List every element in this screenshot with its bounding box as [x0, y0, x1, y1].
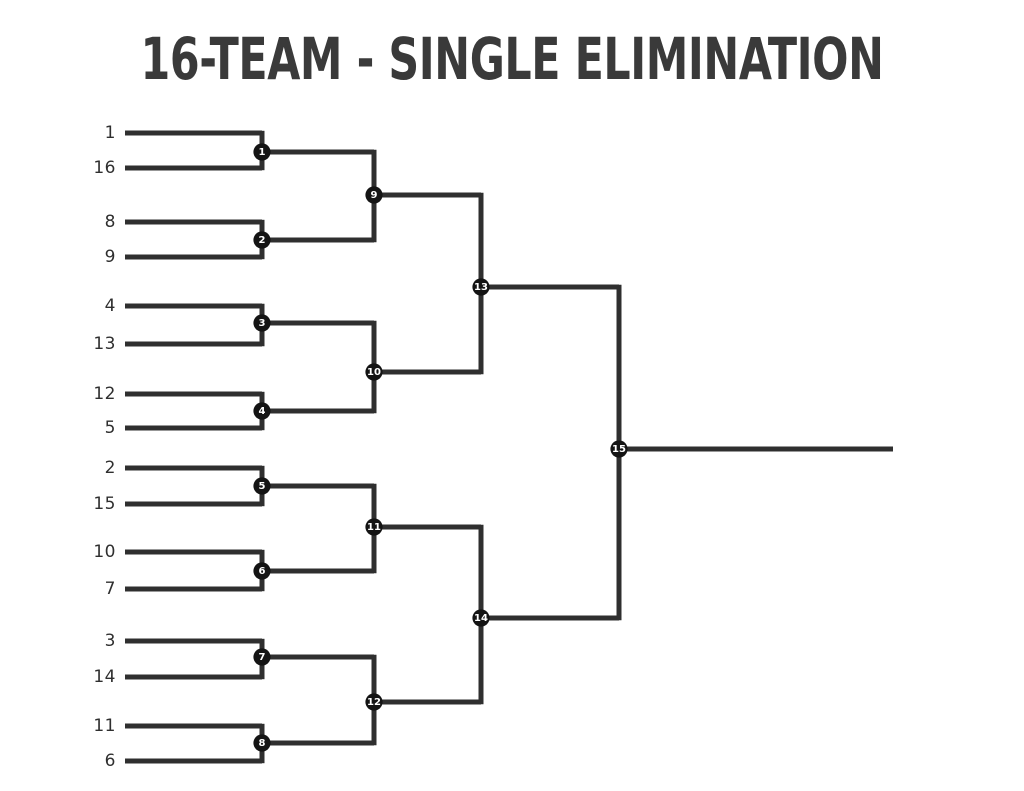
game-number-label: 11 — [367, 522, 381, 533]
page-title: 16-TEAM - SINGLE ELIMINATION — [140, 25, 884, 93]
team-line-group — [125, 130, 262, 764]
game-node-circle — [365, 518, 383, 536]
game-node[interactable]: 6 — [253, 562, 271, 580]
game-node-circle — [253, 648, 271, 666]
game-node-circle — [253, 734, 271, 752]
game-number-label: 7 — [259, 652, 266, 663]
game-node[interactable]: 3 — [253, 314, 271, 332]
game-number-label: 14 — [474, 613, 488, 624]
seed-label: 2 — [105, 458, 116, 478]
seed-label: 13 — [93, 334, 116, 354]
game-node-circle — [472, 278, 490, 296]
game-node-circle — [253, 143, 271, 161]
game-node-circle — [365, 363, 383, 381]
game-node-circle — [253, 402, 271, 420]
game-node[interactable]: 1 — [253, 143, 271, 161]
seed-label: 8 — [105, 212, 116, 232]
game-number-label: 5 — [259, 481, 266, 492]
seed-label: 6 — [105, 751, 116, 771]
seed-label: 5 — [105, 418, 116, 438]
game-node[interactable]: 14 — [472, 609, 490, 627]
game-node-circle — [253, 562, 271, 580]
connector-line-group — [259, 130, 893, 764]
game-node[interactable]: 5 — [253, 477, 271, 495]
seed-label: 3 — [105, 631, 116, 651]
game-node-circle — [610, 440, 628, 458]
seed-label: 7 — [105, 579, 116, 599]
game-node[interactable]: 7 — [253, 648, 271, 666]
game-node-circle — [253, 231, 271, 249]
seed-label: 11 — [93, 716, 116, 736]
game-node-circle — [472, 609, 490, 627]
game-number-label: 15 — [612, 444, 626, 455]
game-number-label: 10 — [367, 367, 381, 378]
game-node-circle — [365, 693, 383, 711]
seed-label: 9 — [105, 247, 116, 267]
game-number-label: 2 — [259, 235, 266, 246]
game-node[interactable]: 13 — [472, 278, 490, 296]
game-node[interactable]: 10 — [365, 363, 383, 381]
game-node-circle — [253, 477, 271, 495]
game-number-label: 13 — [474, 282, 488, 293]
game-number-label: 9 — [371, 190, 378, 201]
seed-label: 12 — [93, 384, 116, 404]
game-node[interactable]: 4 — [253, 402, 271, 420]
game-number-label: 1 — [259, 147, 266, 158]
seed-label: 10 — [93, 542, 116, 562]
game-node[interactable]: 12 — [365, 693, 383, 711]
seed-label: 15 — [93, 494, 116, 514]
game-number-label: 6 — [259, 566, 266, 577]
game-number-label: 3 — [259, 318, 266, 329]
game-number-label: 12 — [367, 697, 381, 708]
game-node-circle — [253, 314, 271, 332]
game-node[interactable]: 15 — [610, 440, 628, 458]
game-node[interactable]: 8 — [253, 734, 271, 752]
seed-label: 14 — [93, 667, 116, 687]
game-node-circle — [365, 186, 383, 204]
game-number-label: 4 — [259, 406, 266, 417]
game-node[interactable]: 11 — [365, 518, 383, 536]
game-node[interactable]: 9 — [365, 186, 383, 204]
seed-label: 16 — [93, 158, 116, 178]
game-number-label: 8 — [259, 738, 266, 749]
seed-label: 1 — [105, 123, 116, 143]
seed-label: 4 — [105, 296, 116, 316]
game-node[interactable]: 2 — [253, 231, 271, 249]
